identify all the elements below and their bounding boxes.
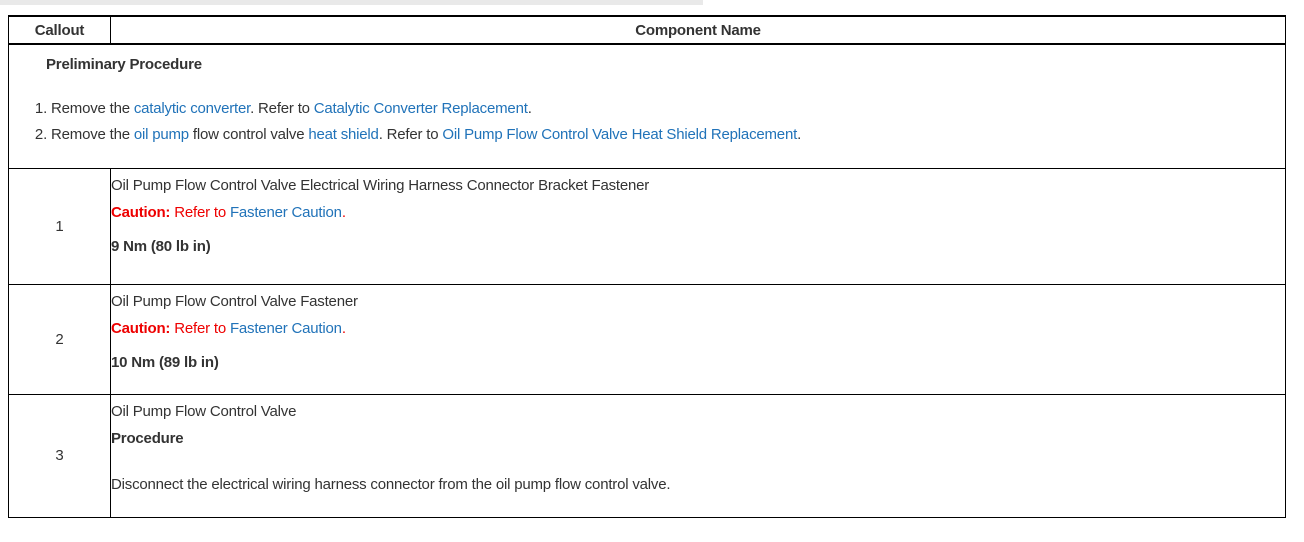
text-segment: . Refer to xyxy=(250,100,314,117)
caution-note: Caution: Refer to Fastener Caution. xyxy=(111,318,1285,340)
heat-shield-link[interactable]: heat shield xyxy=(308,126,379,143)
fastener-caution-link[interactable]: Fastener Caution xyxy=(229,319,342,337)
preliminary-procedure-row: Preliminary Procedure Remove the catalyt… xyxy=(8,43,1286,169)
caution-label: Caution: xyxy=(111,319,171,337)
table-row: 1 Oil Pump Flow Control Valve Electrical… xyxy=(8,167,1286,285)
callout-number: 2 xyxy=(8,283,111,395)
callout-number: 3 xyxy=(8,393,111,518)
caution-label: Caution: xyxy=(111,203,171,221)
procedure-heading: Procedure xyxy=(111,429,184,447)
component-cell: Oil Pump Flow Control Valve Procedure Di… xyxy=(110,393,1286,518)
preliminary-procedure-section: Preliminary Procedure Remove the catalyt… xyxy=(8,43,1286,169)
fastener-caution-link[interactable]: Fastener Caution xyxy=(229,203,342,221)
preliminary-step-2: Remove the oil pump flow control valve h… xyxy=(51,122,1285,148)
torque-spec: 9 Nm (80 lb in) xyxy=(111,237,211,255)
table-header-row: Callout Component Name xyxy=(8,15,1286,45)
callout-number: 1 xyxy=(8,167,111,285)
oil-pump-link[interactable]: oil pump xyxy=(133,126,189,143)
fastener-spec-table: Callout Component Name Preliminary Proce… xyxy=(8,15,1286,518)
procedure-step-text: Disconnect the electrical wiring harness… xyxy=(111,475,671,493)
component-name: Oil Pump Flow Control Valve Fastener xyxy=(111,292,358,310)
column-header-component-name: Component Name xyxy=(110,15,1286,45)
caution-period: . xyxy=(341,319,346,337)
component-cell: Oil Pump Flow Control Valve Fastener Cau… xyxy=(110,283,1286,395)
component-name: Oil Pump Flow Control Valve Electrical W… xyxy=(111,176,650,194)
catalytic-converter-replacement-link[interactable]: Catalytic Converter Replacement xyxy=(313,100,528,117)
component-cell: Oil Pump Flow Control Valve Electrical W… xyxy=(110,167,1286,285)
preliminary-procedure-heading: Preliminary Procedure xyxy=(46,56,202,73)
catalytic-converter-link[interactable]: catalytic converter xyxy=(133,100,251,117)
caution-refer-text: Refer to xyxy=(170,203,230,221)
caution-refer-text: Refer to xyxy=(170,319,230,337)
text-segment: flow control valve xyxy=(188,126,309,143)
column-header-callout: Callout xyxy=(8,15,111,45)
caution-note: Caution: Refer to Fastener Caution. xyxy=(111,202,1285,224)
text-segment: . xyxy=(527,100,532,117)
top-partial-bar xyxy=(0,0,703,5)
text-segment: . xyxy=(797,126,802,143)
text-segment: Remove the xyxy=(51,100,134,117)
preliminary-steps-list: Remove the catalytic converter. Refer to… xyxy=(9,96,1285,148)
text-segment: . Refer to xyxy=(378,126,443,143)
torque-spec: 10 Nm (89 lb in) xyxy=(111,353,219,371)
caution-period: . xyxy=(341,203,346,221)
oil-pump-heat-shield-replacement-link[interactable]: Oil Pump Flow Control Valve Heat Shield … xyxy=(442,126,798,143)
table-row: 2 Oil Pump Flow Control Valve Fastener C… xyxy=(8,283,1286,395)
table-row: 3 Oil Pump Flow Control Valve Procedure … xyxy=(8,393,1286,518)
component-name: Oil Pump Flow Control Valve xyxy=(111,402,297,420)
text-segment: Remove the xyxy=(51,126,134,143)
preliminary-step-1: Remove the catalytic converter. Refer to… xyxy=(51,96,1285,122)
